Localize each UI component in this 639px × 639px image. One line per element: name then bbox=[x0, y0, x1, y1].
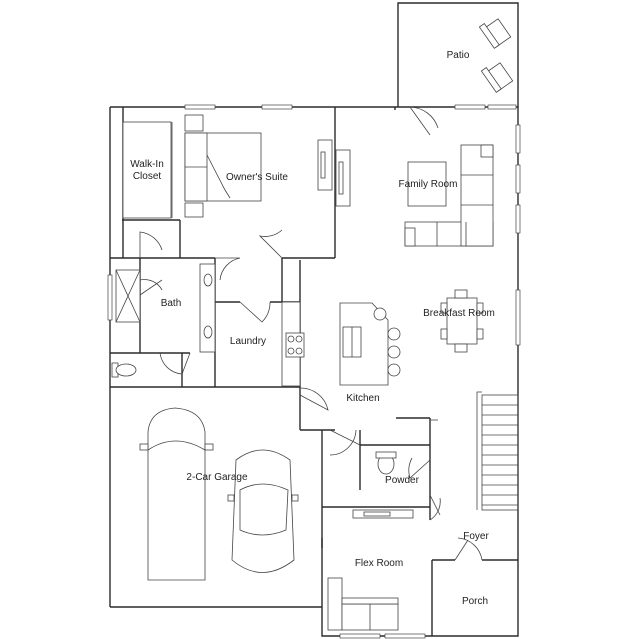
room-labels: Patio Walk-In Closet Owner's Suite Famil… bbox=[130, 50, 495, 607]
vanity-sink-icon bbox=[199, 263, 216, 353]
kitchen-counter-icon bbox=[281, 301, 305, 387]
dresser-icon bbox=[317, 139, 351, 207]
label-foyer: Foyer bbox=[463, 531, 489, 542]
car-icon bbox=[227, 449, 299, 573]
bed-icon bbox=[184, 114, 262, 218]
staircase bbox=[476, 391, 519, 511]
label-owners-suite: Owner's Suite bbox=[226, 172, 288, 183]
label-two-car-garage: 2-Car Garage bbox=[186, 472, 248, 483]
label-family-room: Family Room bbox=[399, 179, 458, 190]
shower-icon bbox=[115, 269, 141, 323]
label-kitchen: Kitchen bbox=[346, 393, 379, 404]
patio-chair-icon bbox=[478, 18, 512, 49]
kitchen-island-icon bbox=[339, 302, 401, 386]
label-porch: Porch bbox=[462, 596, 488, 607]
label-laundry: Laundry bbox=[230, 336, 266, 347]
label-breakfast-room: Breakfast Room bbox=[423, 308, 495, 319]
console-table-icon bbox=[352, 509, 414, 519]
toilet-icon bbox=[111, 362, 137, 378]
dining-table-icon bbox=[440, 289, 484, 353]
label-bath: Bath bbox=[161, 298, 182, 309]
label-walk-in-line2: Closet bbox=[133, 171, 162, 182]
walk-in-closet-shelves bbox=[122, 121, 173, 219]
label-flex-room: Flex Room bbox=[355, 558, 403, 569]
sectional-sofa-icon bbox=[404, 144, 494, 247]
windows bbox=[107, 104, 521, 639]
flex-room-sofa-icon bbox=[327, 577, 399, 631]
patio-chair-icon bbox=[480, 62, 514, 93]
patio-area bbox=[397, 2, 519, 107]
powder-toilet-icon bbox=[375, 451, 397, 475]
doors bbox=[139, 106, 483, 561]
coffee-table-icon bbox=[407, 161, 447, 207]
car-icon bbox=[139, 407, 214, 581]
label-walk-in-line1: Walk-In bbox=[130, 159, 164, 170]
label-powder: Powder bbox=[385, 475, 420, 486]
label-patio: Patio bbox=[447, 50, 470, 61]
